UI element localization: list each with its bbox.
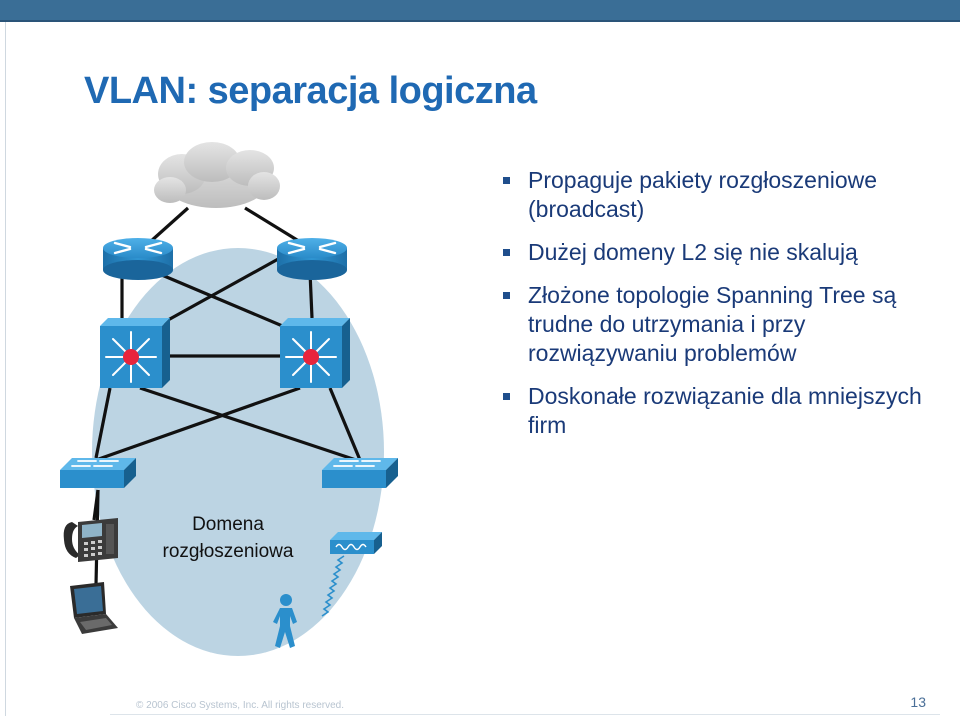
left-rule — [5, 22, 6, 716]
bullet-text: Złożone topologie Spanning Tree są trudn… — [528, 282, 897, 366]
bullet-list: Propaguje pakiety rozgłoszeniowe (broadc… — [500, 166, 940, 454]
multilayer-switch-icon — [280, 318, 350, 388]
bullet-square-icon — [503, 292, 510, 299]
router-icon — [103, 238, 173, 280]
cloud-icon — [154, 142, 280, 208]
ip-phone-icon — [63, 518, 118, 562]
top-bar — [0, 0, 960, 20]
page-number: 13 — [910, 694, 926, 710]
bullet-text: Propaguje pakiety rozgłoszeniowe (broadc… — [528, 167, 878, 222]
bullet-item: Dużej domeny L2 się nie skalują — [500, 238, 940, 267]
wireless-access-point-icon — [330, 532, 382, 554]
network-diagram: Domena rozgłoszeniowa — [60, 142, 398, 656]
bullet-text: Dużej domeny L2 się nie skalują — [528, 239, 858, 265]
bullet-text: Doskonałe rozwiązanie dla mniejszych fir… — [528, 383, 922, 438]
domain-label-line2: rozgłoszeniowa — [163, 541, 294, 562]
router-icon — [277, 238, 347, 280]
bullet-item: Doskonałe rozwiązanie dla mniejszych fir… — [500, 382, 940, 440]
access-switch-icon — [60, 458, 136, 488]
copyright-footer: © 2006 Cisco Systems, Inc. All rights re… — [136, 700, 345, 711]
bullet-item: Propaguje pakiety rozgłoszeniowe (broadc… — [500, 166, 940, 224]
wireless-signal-icon — [321, 555, 345, 617]
laptop-icon — [70, 582, 118, 634]
top-bar-shadow — [0, 20, 960, 22]
bullet-item: Złożone topologie Spanning Tree są trudn… — [500, 281, 940, 368]
footer-divider — [110, 714, 940, 715]
bullet-square-icon — [503, 177, 510, 184]
bullet-square-icon — [503, 249, 510, 256]
access-switch-icon — [322, 458, 398, 488]
domain-label: Domena — [192, 514, 264, 535]
broadcast-domain-ellipse — [92, 248, 384, 656]
bullet-square-icon — [503, 393, 510, 400]
multilayer-switch-icon — [100, 318, 170, 388]
person-icon — [273, 594, 297, 648]
slide-title: VLAN: separacja logiczna — [84, 70, 537, 112]
